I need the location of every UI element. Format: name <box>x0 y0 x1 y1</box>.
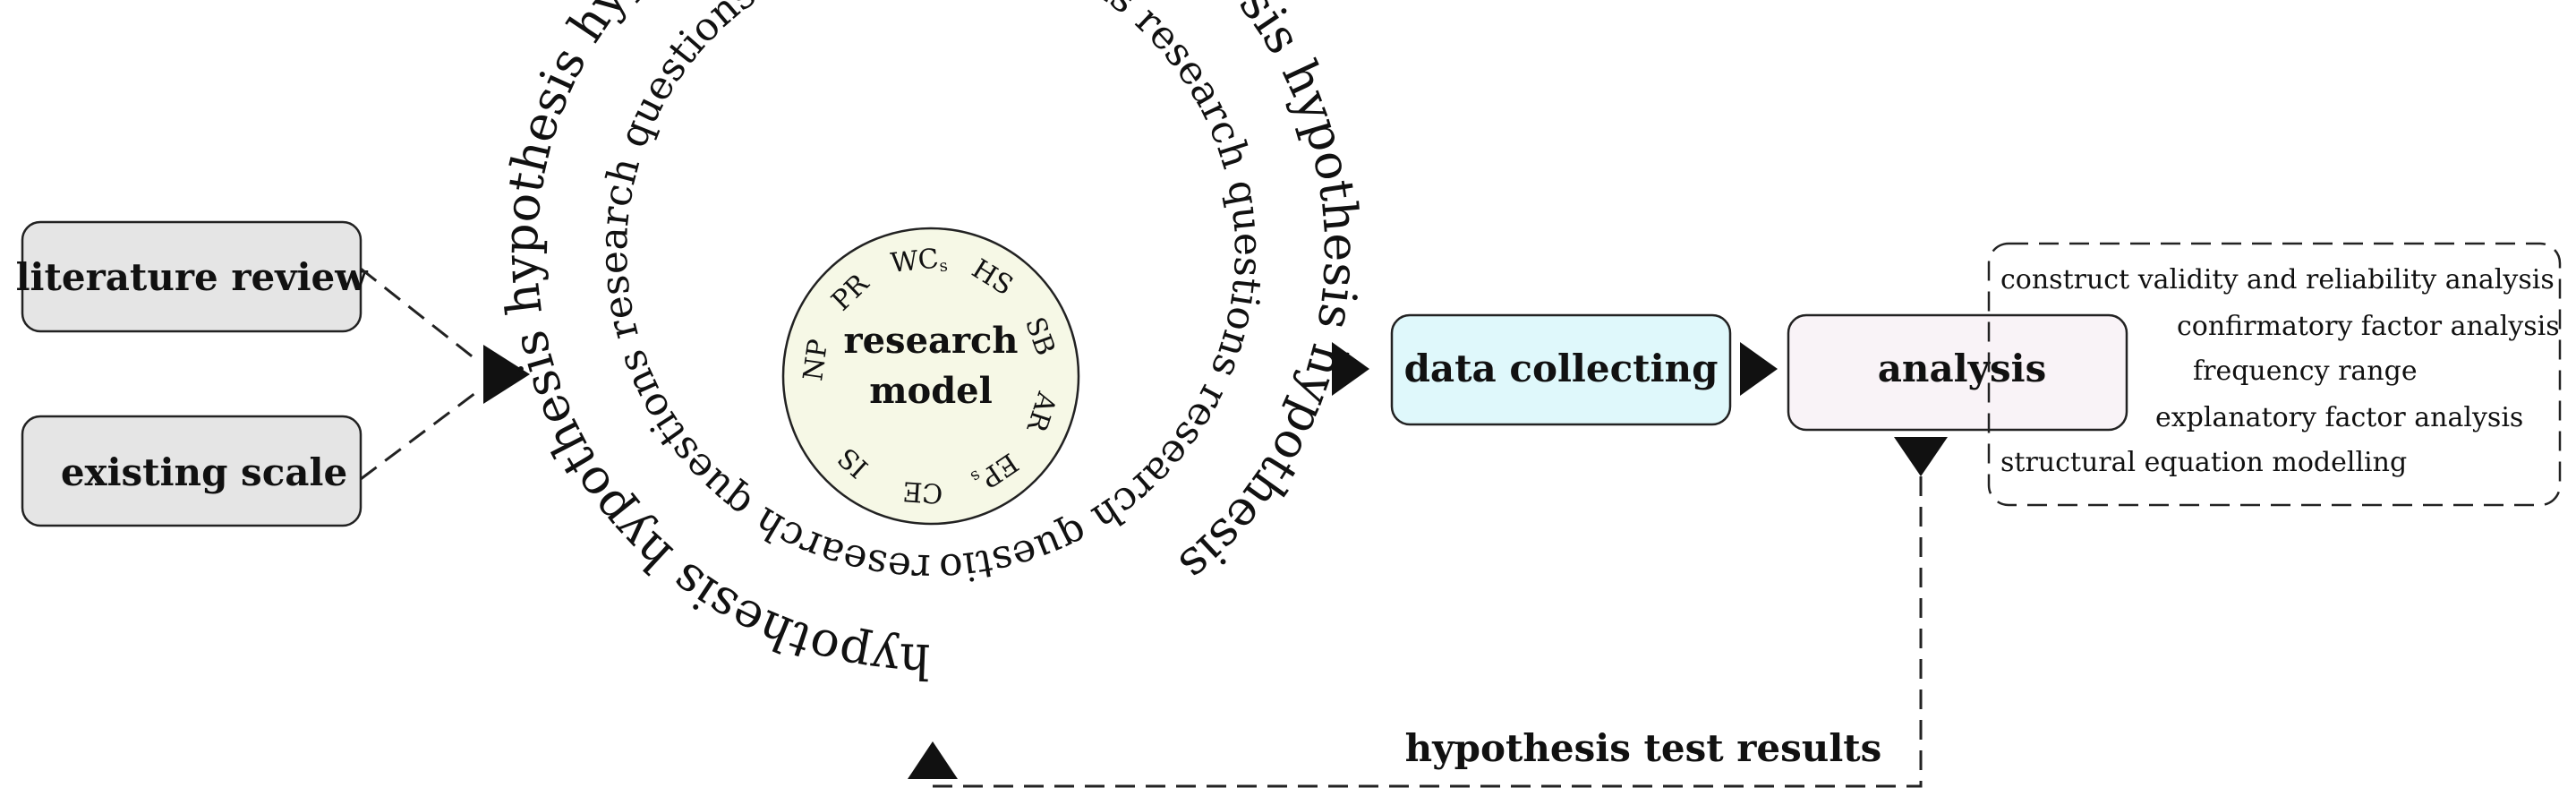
literature-review-label: literature review <box>16 255 369 299</box>
research-model-circle <box>781 227 1080 526</box>
existing-scale-box: existing scale <box>21 415 363 527</box>
data-collecting-label: data collecting <box>1404 347 1719 390</box>
arrow-to-model <box>483 345 530 404</box>
analysis-label: analysis <box>1878 347 2047 390</box>
method-item: explanatory factor analysis <box>2155 402 2523 433</box>
method-item: frequency range <box>2193 355 2418 387</box>
data-collecting-box: data collecting <box>1390 313 1732 426</box>
arrow-to-data-collecting <box>1332 342 1369 396</box>
method-item: confirmatory factor analysis <box>2177 311 2560 342</box>
merge-line-bottom <box>360 389 480 481</box>
hypothesis-test-results-label: hypothesis test results <box>1405 726 1882 770</box>
arrow-up-to-model <box>908 741 958 779</box>
analysis-box: analysis <box>1787 313 2128 432</box>
construct-label-np: NP <box>798 338 834 383</box>
arrow-down-from-analysis <box>1894 437 1948 476</box>
research-model-title-line1: research <box>844 320 1019 362</box>
research-model-title-line2: model <box>869 370 993 412</box>
existing-scale-label: existing scale <box>61 450 347 494</box>
method-item: structural equation modelling <box>2000 447 2407 478</box>
merge-line-top <box>360 267 480 364</box>
analysis-methods-box: construct validity and reliability analy… <box>1987 242 2562 507</box>
literature-review-box: literature review <box>16 220 369 333</box>
method-item: construct validity and reliability analy… <box>2000 264 2555 295</box>
construct-label-ce: CE <box>901 475 943 509</box>
arrow-to-analysis <box>1740 342 1778 396</box>
feedback-line <box>931 476 1923 788</box>
